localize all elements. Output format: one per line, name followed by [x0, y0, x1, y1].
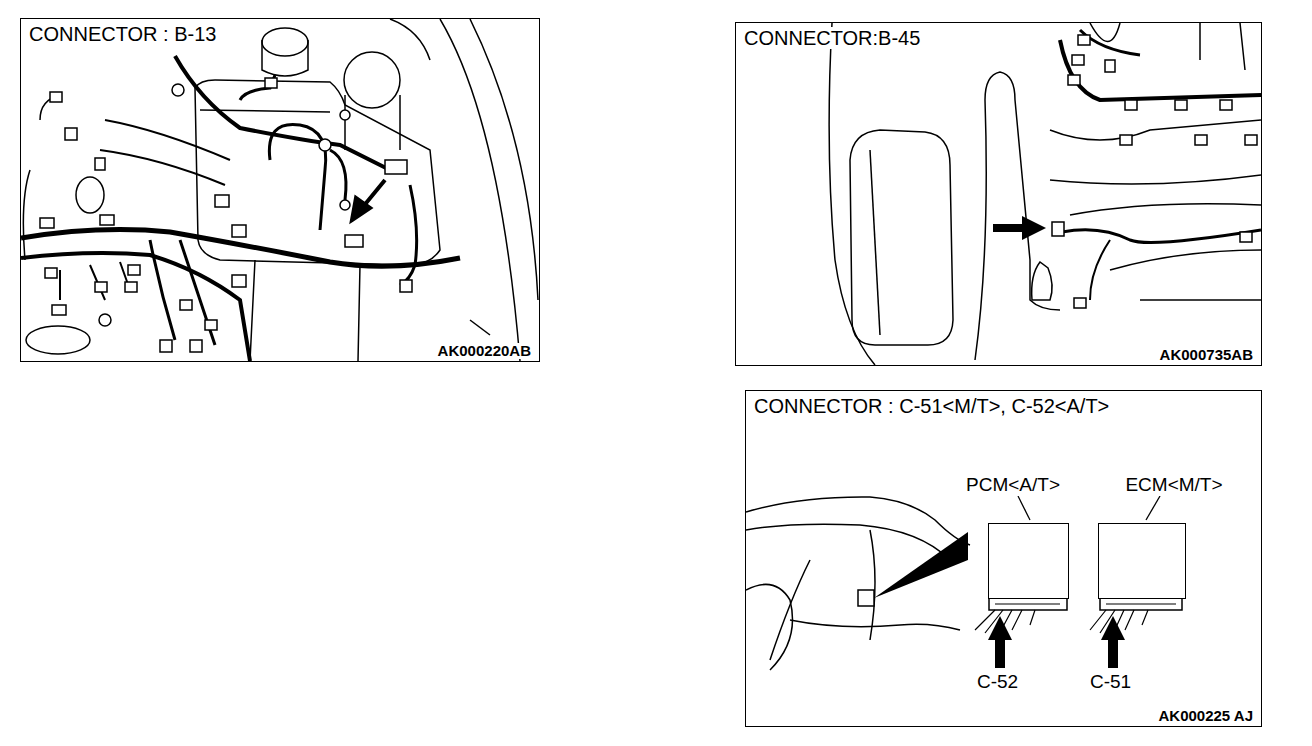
fender-sketch — [829, 23, 1261, 365]
module-label: PCM<A/T> — [964, 475, 1062, 496]
connector-callout: C-51 — [1088, 672, 1133, 693]
pointer-arrow — [352, 180, 385, 220]
module-connectors — [989, 598, 1182, 610]
connector-callout: C-52 — [975, 672, 1020, 693]
connector-panel: CONNECTOR:B-45AK000735AB — [735, 22, 1262, 366]
module-label: ECM<M/T> — [1123, 475, 1224, 496]
figure-code: AK000225 AJ — [1156, 708, 1255, 725]
connector-symbols — [40, 78, 412, 352]
panel-heading: CONNECTOR:B-45 — [742, 27, 922, 49]
connector-panel: CONNECTOR : B-13AK000220AB — [20, 18, 540, 362]
connector-symbols — [1052, 35, 1257, 308]
connector-location-marker — [858, 590, 874, 606]
dashboard-sketch — [746, 497, 970, 670]
panel-heading: CONNECTOR : B-13 — [27, 23, 218, 45]
panel-heading: CONNECTOR : C-51<M/T>, C-52<A/T> — [752, 395, 1111, 417]
leader-line — [1018, 496, 1160, 520]
figure-code: AK000220AB — [436, 343, 533, 360]
wire-harness — [21, 56, 460, 361]
control-module: PCM<A/T> — [988, 523, 1069, 599]
figure-code: AK000735AB — [1158, 347, 1255, 364]
pointer-arrow — [1022, 216, 1046, 240]
wire-harness — [1060, 30, 1261, 300]
pointer-arrow — [988, 616, 1125, 668]
engine-bay-sketch — [23, 19, 538, 361]
pointer-arrow — [993, 224, 1026, 232]
control-module: ECM<M/T> — [1098, 523, 1186, 599]
callout-wedge — [874, 532, 968, 598]
